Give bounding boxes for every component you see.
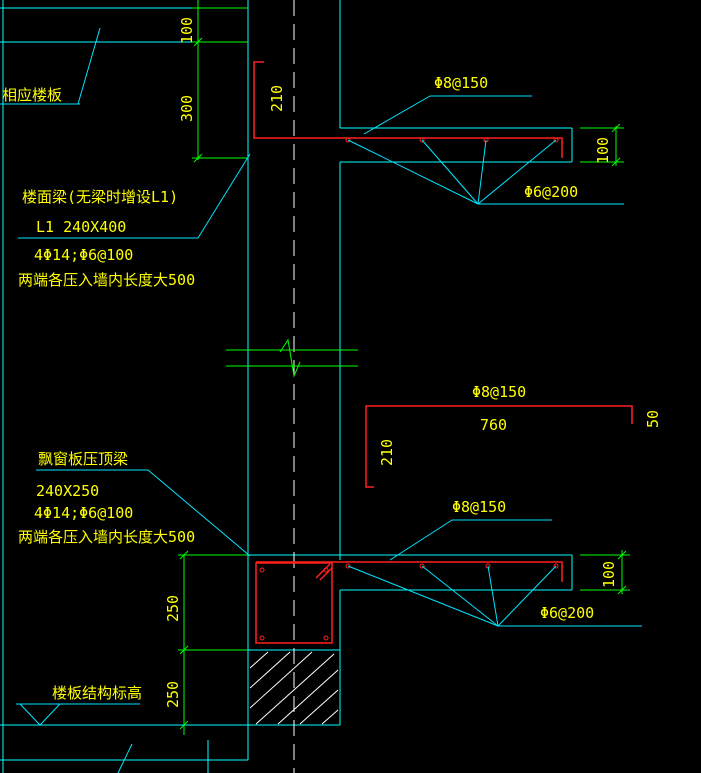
detail-rebar-label: Φ8@150 <box>472 383 526 401</box>
top-rebar-lower-label: Φ8@150 <box>452 498 506 516</box>
detail-hook-right-label: 50 <box>644 410 662 428</box>
rebar-dots <box>259 137 559 641</box>
dimension-lines <box>178 0 630 735</box>
top-rebar-upper-label: Φ8@150 <box>434 74 488 92</box>
dim-300: 300 <box>178 95 196 122</box>
dim-210-upper: 210 <box>268 85 286 112</box>
bay-beam-size: 240X250 <box>36 482 99 500</box>
detail-length-label: 760 <box>480 416 507 434</box>
leader-lines <box>0 27 642 773</box>
dim-250-upper: 250 <box>164 595 182 622</box>
rebar-lines <box>253 61 633 644</box>
floor-beam-size: L1 240X400 <box>36 218 126 236</box>
dim-250-lower: 250 <box>164 681 182 708</box>
text-labels: 相应楼板 100 300 210 Φ8@150 100 Φ6@200 楼面梁(无… <box>2 17 662 708</box>
bay-beam-title: 飘窗板压顶梁 <box>38 450 128 468</box>
bottom-rebar-upper-label: Φ6@200 <box>524 183 578 201</box>
dim-100-upper-slab: 100 <box>594 137 612 164</box>
bottom-rebar-lower-label: Φ6@200 <box>540 604 594 622</box>
dim-100-lower-slab: 100 <box>600 561 618 588</box>
bay-beam-rebar: 4Φ14;Φ6@100 <box>34 504 133 522</box>
corresponding-slab-label: 相应楼板 <box>2 86 62 104</box>
floor-beam-title: 楼面梁(无梁时增设L1) <box>22 188 178 206</box>
hatch-pattern <box>249 651 339 725</box>
bay-beam-note: 两端各压入墙内长度大500 <box>18 528 195 546</box>
floor-beam-rebar: 4Φ14;Φ6@100 <box>34 246 133 264</box>
break-symbol <box>226 338 358 378</box>
dim-100-top: 100 <box>178 17 196 44</box>
detail-hook-left-label: 210 <box>378 439 396 466</box>
floor-beam-note: 两端各压入墙内长度大500 <box>18 271 195 289</box>
slab-elevation-label: 楼板结构标高 <box>52 684 142 702</box>
